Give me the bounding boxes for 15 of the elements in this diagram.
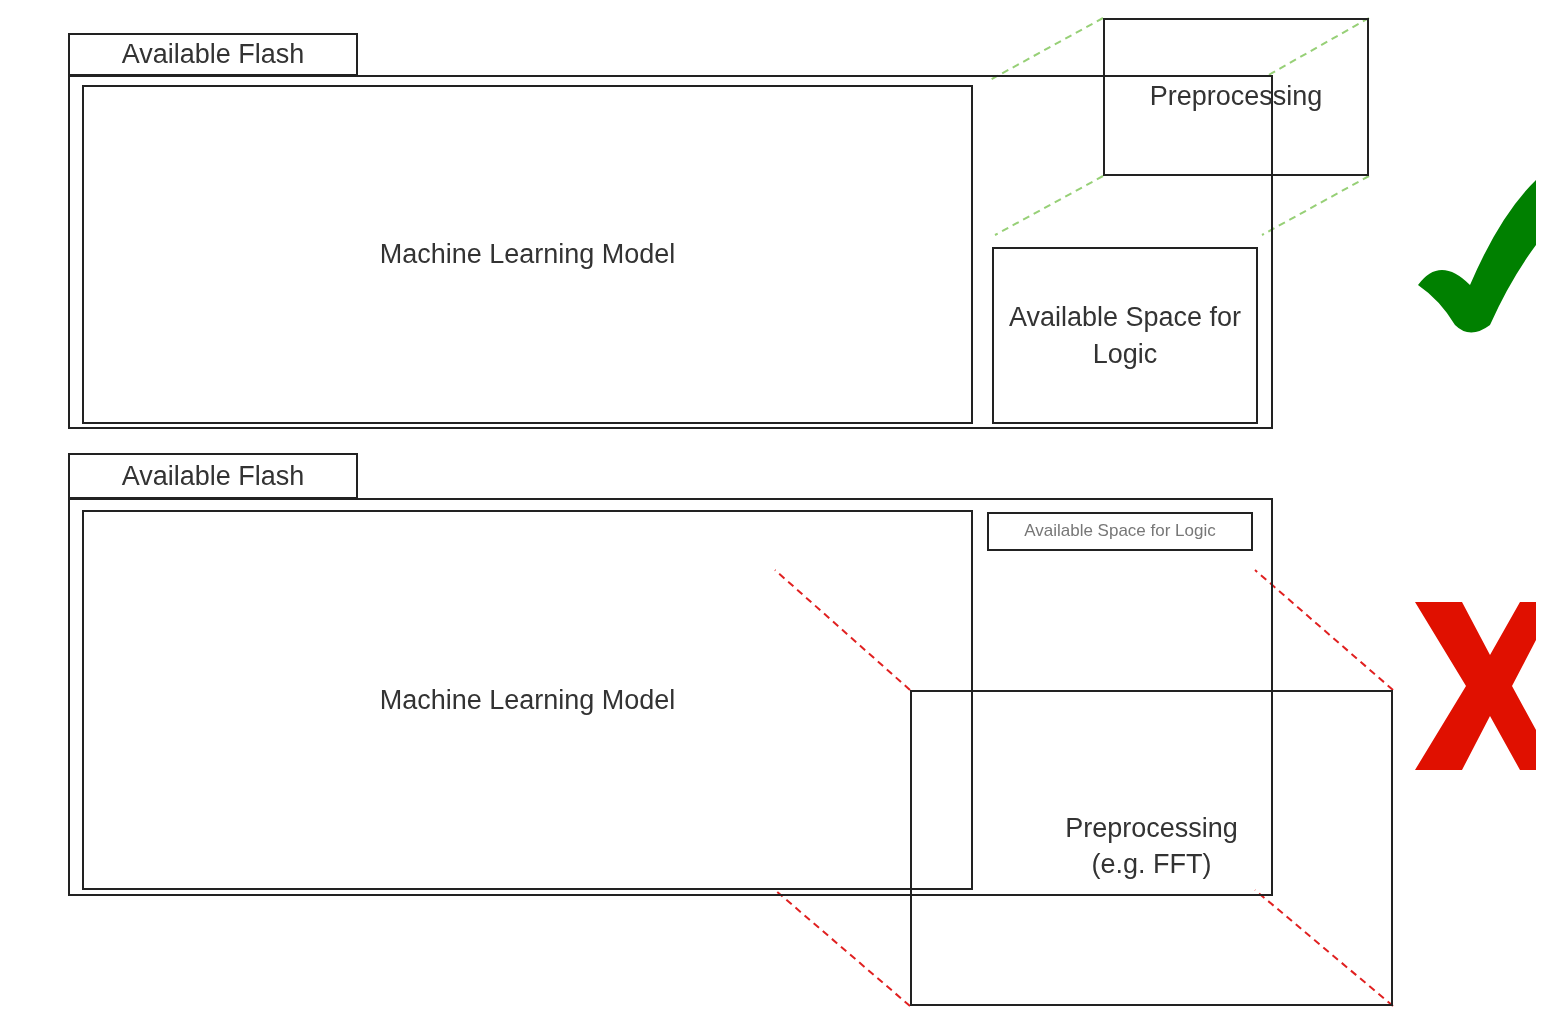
memory-block: Machine Learning Model xyxy=(82,85,973,424)
projection-line xyxy=(989,17,1104,81)
memory-block: Machine Learning Model xyxy=(82,510,973,890)
memory-region-box xyxy=(68,498,1273,896)
memory-block: Available Space for Logic xyxy=(987,512,1253,551)
labeled-box: Preprocessing (e.g. FFT) xyxy=(910,690,1393,1006)
projection-line xyxy=(1254,889,1394,1007)
memory-block: Available Space for Logic xyxy=(992,247,1258,424)
projection-line xyxy=(774,889,911,1007)
projection-line xyxy=(1254,569,1394,691)
projection-line xyxy=(774,569,911,691)
projection-line xyxy=(1261,175,1370,236)
projection-line xyxy=(994,175,1104,236)
labeled-box: Available Flash xyxy=(68,453,358,499)
labeled-box: Available Flash xyxy=(68,33,358,76)
